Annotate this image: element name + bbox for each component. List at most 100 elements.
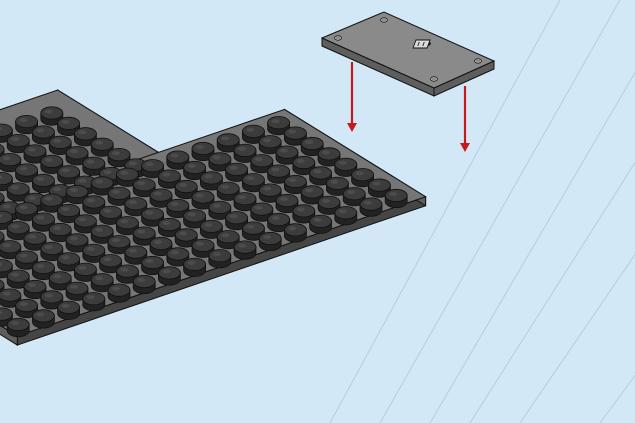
stud-top xyxy=(125,246,147,258)
stud-top xyxy=(293,156,315,168)
stud-highlight xyxy=(70,285,78,289)
stud xyxy=(234,241,256,259)
stud-highlight xyxy=(196,145,204,149)
stud-top xyxy=(100,206,122,218)
stud-top xyxy=(66,234,88,246)
stud-top xyxy=(184,161,206,173)
stud-top xyxy=(242,174,264,186)
arrow-head xyxy=(460,143,470,152)
stud-top xyxy=(83,157,105,169)
stud-top xyxy=(209,201,231,213)
stud-top xyxy=(32,126,54,138)
stud-top xyxy=(167,151,189,163)
stud-top xyxy=(293,205,315,217)
stud xyxy=(58,301,80,319)
stud-top xyxy=(158,218,180,230)
stud-top xyxy=(142,208,164,220)
stud-top xyxy=(49,272,71,284)
guide-line xyxy=(600,260,635,423)
stud-top xyxy=(259,136,281,148)
stud-highlight xyxy=(11,273,19,277)
stud-highlight xyxy=(347,190,355,194)
stud-top xyxy=(276,146,298,158)
stud-highlight xyxy=(95,141,103,145)
stud-top xyxy=(234,193,256,205)
stud xyxy=(335,207,357,225)
stud-highlight xyxy=(288,178,296,182)
stud-top xyxy=(259,232,281,244)
stud-top xyxy=(49,223,71,235)
arrow-head xyxy=(347,123,357,132)
screw-icon xyxy=(431,77,438,81)
stud-highlight xyxy=(70,149,78,153)
stud-highlight xyxy=(62,255,70,259)
stud-highlight xyxy=(356,171,364,175)
stud-highlight xyxy=(11,185,19,189)
stud-highlight xyxy=(112,190,120,194)
stud-top xyxy=(58,166,80,178)
stud-top xyxy=(83,196,105,208)
stud-highlight xyxy=(162,269,170,273)
stud-highlight xyxy=(36,216,44,220)
stud-top xyxy=(49,136,71,148)
stud-highlight xyxy=(3,243,11,247)
stud xyxy=(385,189,407,207)
stud-highlight xyxy=(28,147,36,151)
stud-top xyxy=(74,263,96,275)
stud-highlight xyxy=(45,109,53,113)
stud-top xyxy=(200,220,222,232)
stud-highlight xyxy=(62,207,70,211)
stud-highlight xyxy=(28,196,36,200)
stud-top xyxy=(91,274,113,286)
stud-top xyxy=(192,142,214,154)
stud-top xyxy=(32,174,54,186)
stud-top xyxy=(125,198,147,210)
stud-top xyxy=(251,203,273,215)
stud-top xyxy=(284,127,306,139)
stud-top xyxy=(41,194,63,206)
stud-top xyxy=(58,301,80,313)
stud-top xyxy=(158,170,180,182)
stud-top xyxy=(7,134,29,146)
stud-highlight xyxy=(154,192,162,196)
guide-line xyxy=(520,130,635,423)
stud-highlight xyxy=(221,136,229,140)
stud-highlight xyxy=(129,249,137,253)
stud-top xyxy=(58,117,80,129)
stud-top xyxy=(74,128,96,140)
stud-top xyxy=(301,137,323,149)
stud-top xyxy=(133,179,155,191)
stud-top xyxy=(0,289,21,301)
stud-highlight xyxy=(146,259,154,263)
stud-highlight xyxy=(95,179,103,183)
battery-body xyxy=(413,40,430,48)
stud-highlight xyxy=(36,177,44,181)
stud-top xyxy=(226,163,248,175)
stud-highlight xyxy=(104,257,112,261)
stud-highlight xyxy=(3,204,11,208)
stud-top xyxy=(150,237,172,249)
stud-highlight xyxy=(36,128,44,132)
stud-highlight xyxy=(179,183,187,187)
stud-highlight xyxy=(272,119,280,123)
stud-highlight xyxy=(263,235,271,239)
stud-highlight xyxy=(322,199,330,203)
stud-top xyxy=(41,242,63,254)
stud-top xyxy=(175,229,197,241)
stud-top xyxy=(24,232,46,244)
stud xyxy=(284,224,306,242)
stud-top xyxy=(184,258,206,270)
stud-highlight xyxy=(213,155,221,159)
stud-highlight xyxy=(389,192,397,196)
stud-top xyxy=(41,155,63,167)
stud-highlight xyxy=(305,188,313,192)
stud-top xyxy=(167,199,189,211)
stud-top xyxy=(217,134,239,146)
stud-highlight xyxy=(179,231,187,235)
stud-top xyxy=(310,167,332,179)
stud-highlight xyxy=(196,193,204,197)
stud-top xyxy=(32,261,54,273)
stud-highlight xyxy=(87,247,95,251)
stud-top xyxy=(58,204,80,216)
